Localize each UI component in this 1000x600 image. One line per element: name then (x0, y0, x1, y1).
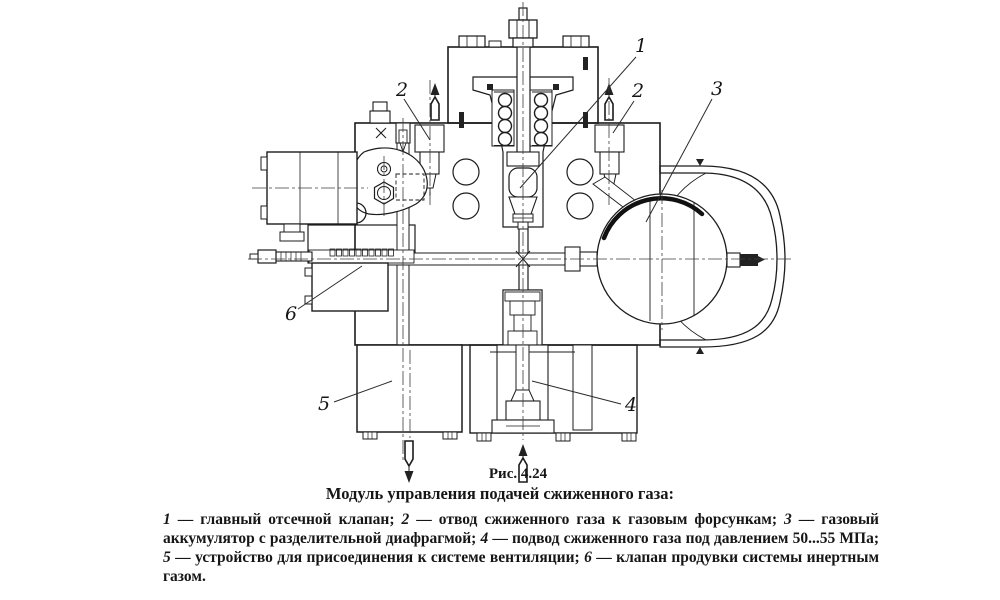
figure-number: Рис. 4.24 (488, 466, 548, 482)
body-bolt-holes (452, 158, 594, 220)
legend-item-num: 4 (480, 530, 489, 547)
gas-outlet-right (594, 124, 625, 189)
thread-section (329, 248, 394, 257)
leader-lines (297, 56, 713, 405)
callout-2-left: 2 (395, 79, 408, 101)
purge-valve-assembly (249, 248, 415, 312)
ventilation-box (356, 344, 463, 440)
inlet-feet (476, 432, 637, 442)
callout-2-right: 2 (631, 80, 644, 102)
legend-item-text: устройство для присоединения к системе в… (195, 549, 585, 566)
separating-diaphragm (601, 196, 705, 241)
legend-item-num: 5 (163, 549, 171, 566)
figure-title: Модуль управления подачей сжиженного газ… (325, 484, 675, 503)
legend-dash: — (488, 530, 512, 547)
callout-1: 1 (635, 35, 647, 57)
flow-arrow-vent-down (404, 440, 414, 483)
flow-arrow-outlet-left (430, 83, 440, 121)
callout-3: 3 (711, 78, 723, 100)
legend-item-num: 1 (163, 511, 171, 528)
legend-item-text: отвод сжиженного газа к газовым форсунка… (438, 511, 785, 528)
legend-item-num: 3 (784, 511, 792, 528)
legend-item-text: газовый аккумулятор с разделительной диа… (163, 511, 879, 547)
legend-item-text: подвод сжиженного газа под давлением 50.… (512, 530, 879, 547)
legend-item-num: 6 (584, 549, 592, 566)
legend-item-text: клапан продувки системы инертным газом. (163, 549, 880, 585)
callout-5: 5 (318, 393, 330, 415)
legend-dash: — (170, 511, 201, 528)
callout-6: 6 (285, 303, 297, 325)
legend-dash: — (409, 511, 439, 528)
flow-arrow-inlet-up (518, 444, 528, 483)
cap-bolts (458, 35, 590, 128)
legend-item-text: главный отсечной клапан; (200, 511, 402, 528)
purge-stem (249, 249, 313, 264)
figure-legend: 1 — главный отсечной клапан; 2 — отвод с… (163, 510, 879, 586)
callout-4: 4 (624, 394, 637, 416)
legend-dash: — (170, 549, 196, 566)
centerlines (248, 2, 792, 462)
legend-dash: — (591, 549, 617, 566)
charging-valve-fitting (726, 252, 765, 268)
legend-dash: — (791, 511, 822, 528)
solenoid-cylinder (260, 151, 358, 242)
inlet-bore (490, 344, 593, 434)
inlet-check-valve (502, 289, 543, 346)
figure-caption: Рис. 4.24 Модуль управления подачей сжиж… (0, 466, 1000, 586)
legend-item-num: 2 (401, 511, 410, 528)
callout-labels: 1 2 2 3 4 5 6 (285, 35, 723, 416)
valve-springs (487, 84, 559, 147)
side-boss-face (345, 147, 428, 224)
bleed-fitting (369, 101, 391, 139)
